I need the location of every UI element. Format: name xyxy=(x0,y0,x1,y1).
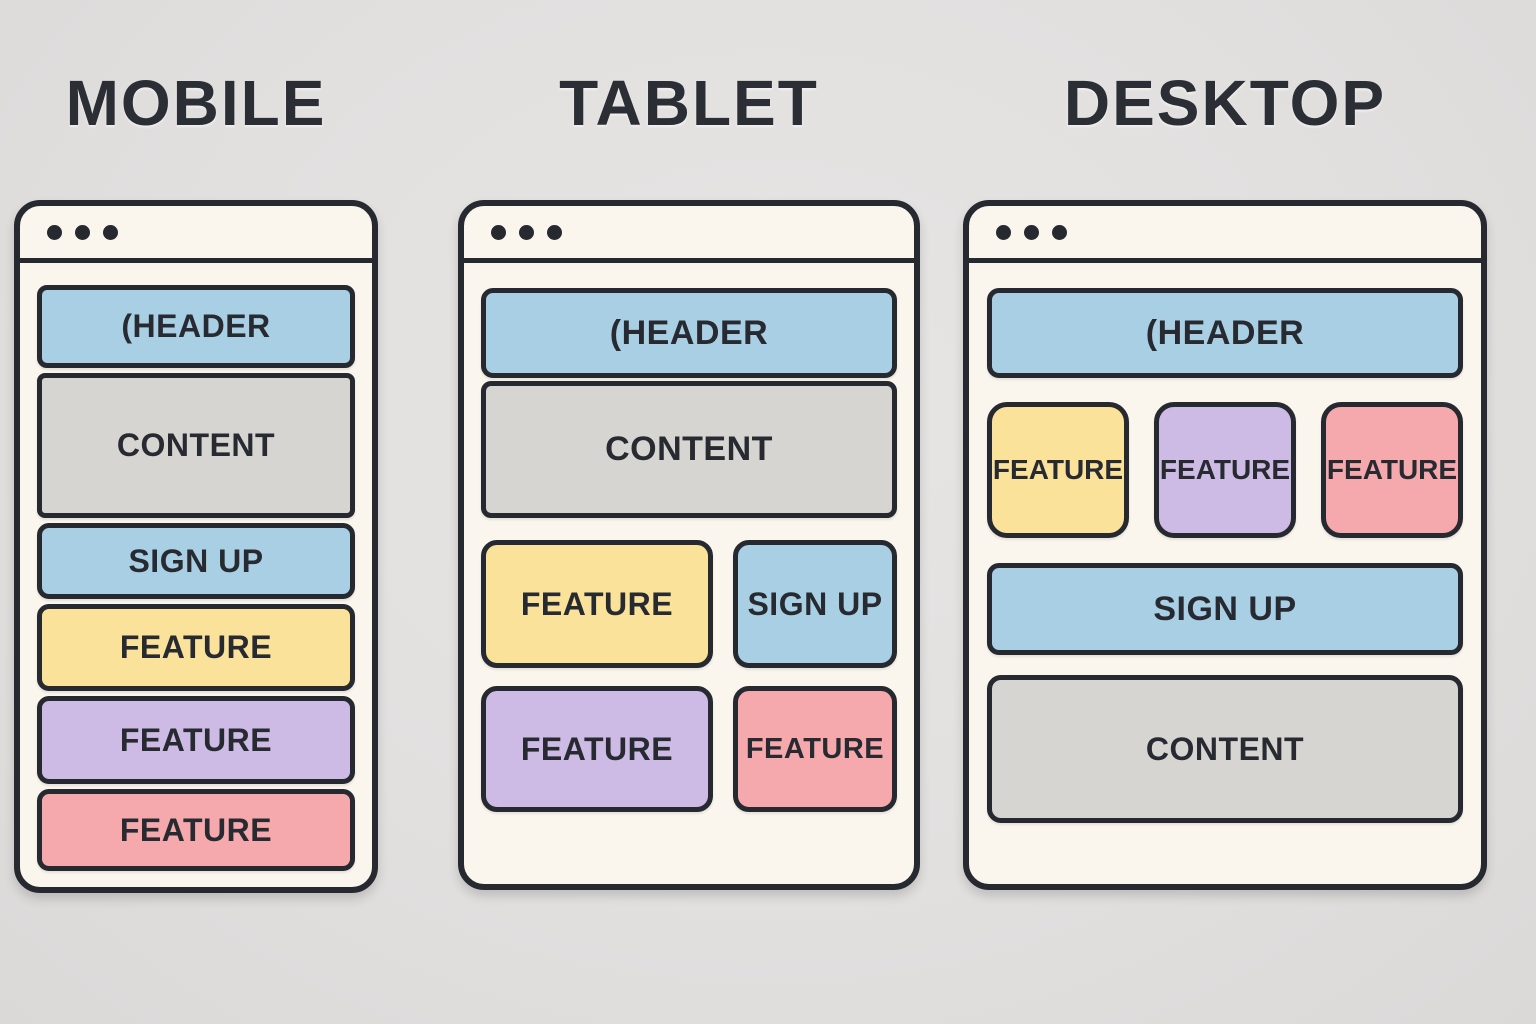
tablet-window: (HEADER CONTENT FEATURE SIGN UP FEATURE … xyxy=(458,200,920,890)
feature-block: FEATURE xyxy=(37,789,355,871)
feature-block: FEATURE xyxy=(1154,402,1296,538)
content-block: CONTENT xyxy=(987,675,1463,823)
desktop-window: (HEADER FEATURE FEATURE FEATURE SIGN UP … xyxy=(963,200,1487,890)
window-dot-icon xyxy=(47,224,62,240)
tablet-title: TABLET xyxy=(559,67,819,139)
block-label: SIGN UP xyxy=(1153,589,1297,628)
desktop-feature-row: FEATURE FEATURE FEATURE xyxy=(987,402,1463,538)
block-label: FEATURE xyxy=(119,811,273,848)
feature-block: FEATURE xyxy=(481,540,713,668)
feature-block: FEATURE xyxy=(1321,402,1463,538)
block-label: FEATURE xyxy=(1326,454,1458,485)
mobile-window: (HEADER CONTENT SIGN UP FEATURE FEATURE … xyxy=(14,200,378,893)
signup-block: SIGN UP xyxy=(37,523,355,599)
signup-block: SIGN UP xyxy=(987,563,1463,655)
tablet-row: FEATURE FEATURE xyxy=(481,686,897,812)
signup-block: SIGN UP xyxy=(733,540,897,668)
block-label: FEATURE xyxy=(992,454,1124,485)
block-label: CONTENT xyxy=(605,430,773,468)
desktop-title: DESKTOP xyxy=(1063,67,1387,139)
tablet-row: FEATURE SIGN UP xyxy=(481,540,897,668)
block-label: SIGN UP xyxy=(128,542,264,579)
block-label: FEATURE xyxy=(520,585,674,622)
window-dot-icon xyxy=(103,224,118,240)
window-dot-icon xyxy=(996,224,1011,240)
feature-block: FEATURE xyxy=(37,696,355,784)
window-dot-icon xyxy=(75,224,90,240)
block-label: (HEADER xyxy=(121,308,271,344)
window-dot-icon xyxy=(519,224,534,240)
window-dot-icon xyxy=(1024,224,1039,240)
block-label: SIGN UP xyxy=(747,585,883,622)
block-label: (HEADER xyxy=(1145,313,1305,352)
content-block: CONTENT xyxy=(481,381,897,518)
block-label: FEATURE xyxy=(1159,454,1291,485)
block-label: FEATURE xyxy=(119,629,273,665)
block-label: FEATURE xyxy=(520,730,674,767)
feature-block: FEATURE xyxy=(987,402,1129,538)
block-label: CONTENT xyxy=(116,427,276,463)
header-block: (HEADER xyxy=(37,285,355,368)
tablet-window-titlebar xyxy=(464,206,914,263)
content-block: CONTENT xyxy=(37,373,355,518)
window-dot-icon xyxy=(547,224,562,240)
mobile-window-titlebar xyxy=(20,206,372,263)
header-block: (HEADER xyxy=(987,288,1463,378)
block-label: (HEADER xyxy=(609,313,769,352)
block-label: FEATURE xyxy=(119,721,273,758)
window-dot-icon xyxy=(1052,224,1067,240)
window-dot-icon xyxy=(491,224,506,240)
mobile-window-body: (HEADER CONTENT SIGN UP FEATURE FEATURE … xyxy=(20,263,372,871)
feature-block: FEATURE xyxy=(37,604,355,691)
desktop-window-titlebar xyxy=(969,206,1481,263)
block-label: FEATURE xyxy=(745,732,885,765)
block-label: CONTENT xyxy=(1145,730,1305,767)
mobile-title: MOBILE xyxy=(65,67,327,139)
header-block: (HEADER xyxy=(481,288,897,378)
feature-block: FEATURE xyxy=(733,686,897,812)
desktop-window-body: (HEADER FEATURE FEATURE FEATURE SIGN UP … xyxy=(969,263,1481,823)
tablet-window-body: (HEADER CONTENT FEATURE SIGN UP FEATURE … xyxy=(464,263,914,812)
feature-block: FEATURE xyxy=(481,686,713,812)
